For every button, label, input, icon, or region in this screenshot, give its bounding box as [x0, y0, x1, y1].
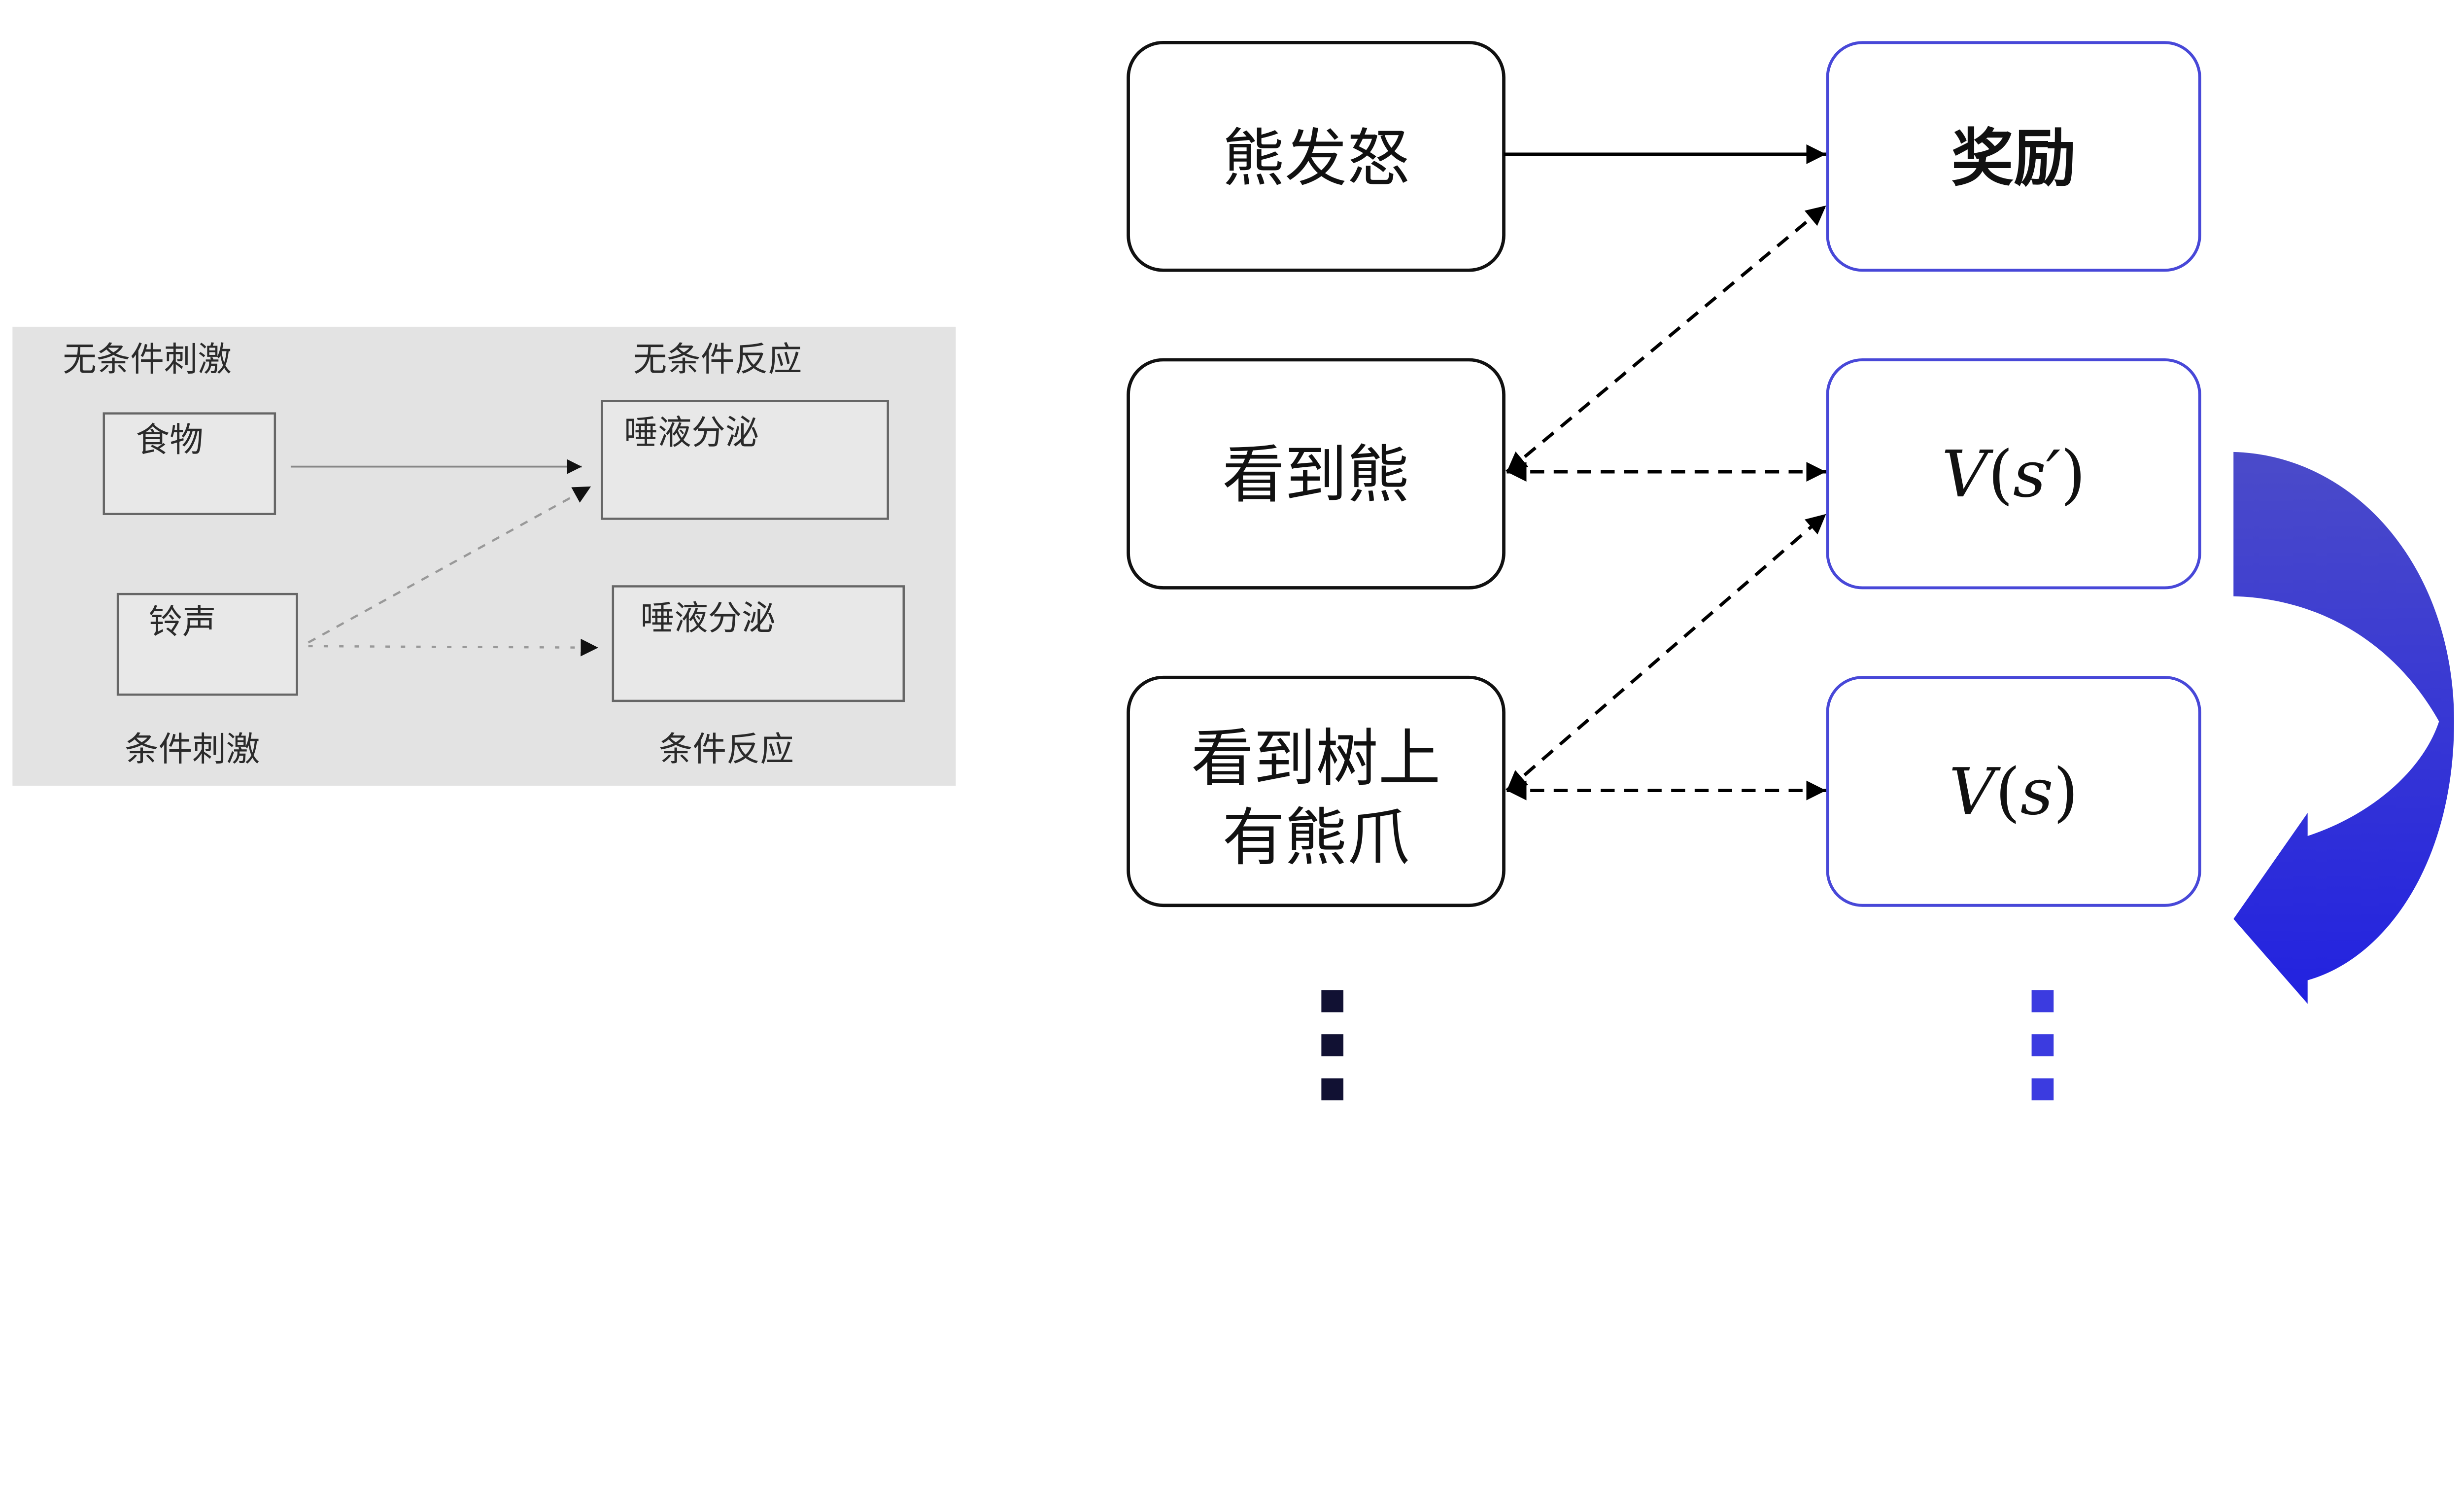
value-current-state-box: V(s) — [1826, 676, 2201, 907]
state-label-see-claw-line1: 看到树上 — [1191, 722, 1440, 795]
value-next-state-box: V(s′) — [1826, 358, 2201, 590]
reward-box: 奖励 — [1826, 41, 2201, 272]
state-box-bear-angry: 熊发怒 — [1127, 41, 1506, 272]
salivation-bottom-label: 唾液分泌 — [641, 598, 776, 638]
bell-box: 铃声 — [116, 593, 298, 696]
food-label: 食物 — [136, 420, 204, 460]
panel-background — [12, 326, 956, 786]
claw-to-value-next-arrow — [1506, 513, 1827, 792]
state-label-see-bear: 看到熊 — [1222, 438, 1409, 511]
bell-label: 铃声 — [149, 602, 216, 642]
salivation-top-label: 唾液分泌 — [624, 413, 759, 453]
value-next-label: V(s′) — [1942, 437, 2086, 512]
state-box-see-claw-marks: 看到树上 有熊爪 — [1127, 675, 1506, 907]
unconditioned-stimulus-label: 无条件刺激 — [63, 340, 232, 379]
conditioned-response-label: 条件反应 — [659, 730, 794, 769]
reward-label: 奖励 — [1951, 122, 2076, 195]
salivation-bottom-box: 唾液分泌 — [612, 585, 905, 702]
food-box: 食物 — [103, 412, 276, 515]
see-bear-to-reward-arrow — [1506, 204, 1827, 473]
curved-update-arrow-icon — [2233, 452, 2454, 1004]
state-label-see-claw-line2: 有熊爪 — [1222, 801, 1409, 874]
diagram-canvas: 无条件刺激 无条件反应 条件刺激 条件反应 食物 唾液分泌 铃声 唾液分泌 熊发… — [12, 41, 2454, 1101]
bell-to-conditioned-salivation-arrow — [308, 638, 599, 657]
conditioned-stimulus-label: 条件刺激 — [125, 730, 260, 769]
state-box-see-bear: 看到熊 — [1127, 358, 1506, 590]
value-current-label: V(s) — [1949, 754, 2079, 829]
ellipsis-right-icon — [2031, 990, 2054, 1101]
state-label-bear-angry: 熊发怒 — [1222, 122, 1409, 195]
bell-to-unconditioned-salivation-arrow — [308, 485, 592, 644]
classical-conditioning-panel: 无条件刺激 无条件反应 条件刺激 条件反应 食物 唾液分泌 铃声 唾液分泌 — [12, 326, 956, 786]
ellipsis-left-icon — [1321, 990, 1344, 1101]
unconditioned-response-label: 无条件反应 — [633, 340, 802, 379]
salivation-top-box: 唾液分泌 — [601, 400, 889, 520]
value-function-panel: 熊发怒 看到熊 看到树上 有熊爪 奖励 V(s′) V(s) — [1127, 41, 2454, 1101]
